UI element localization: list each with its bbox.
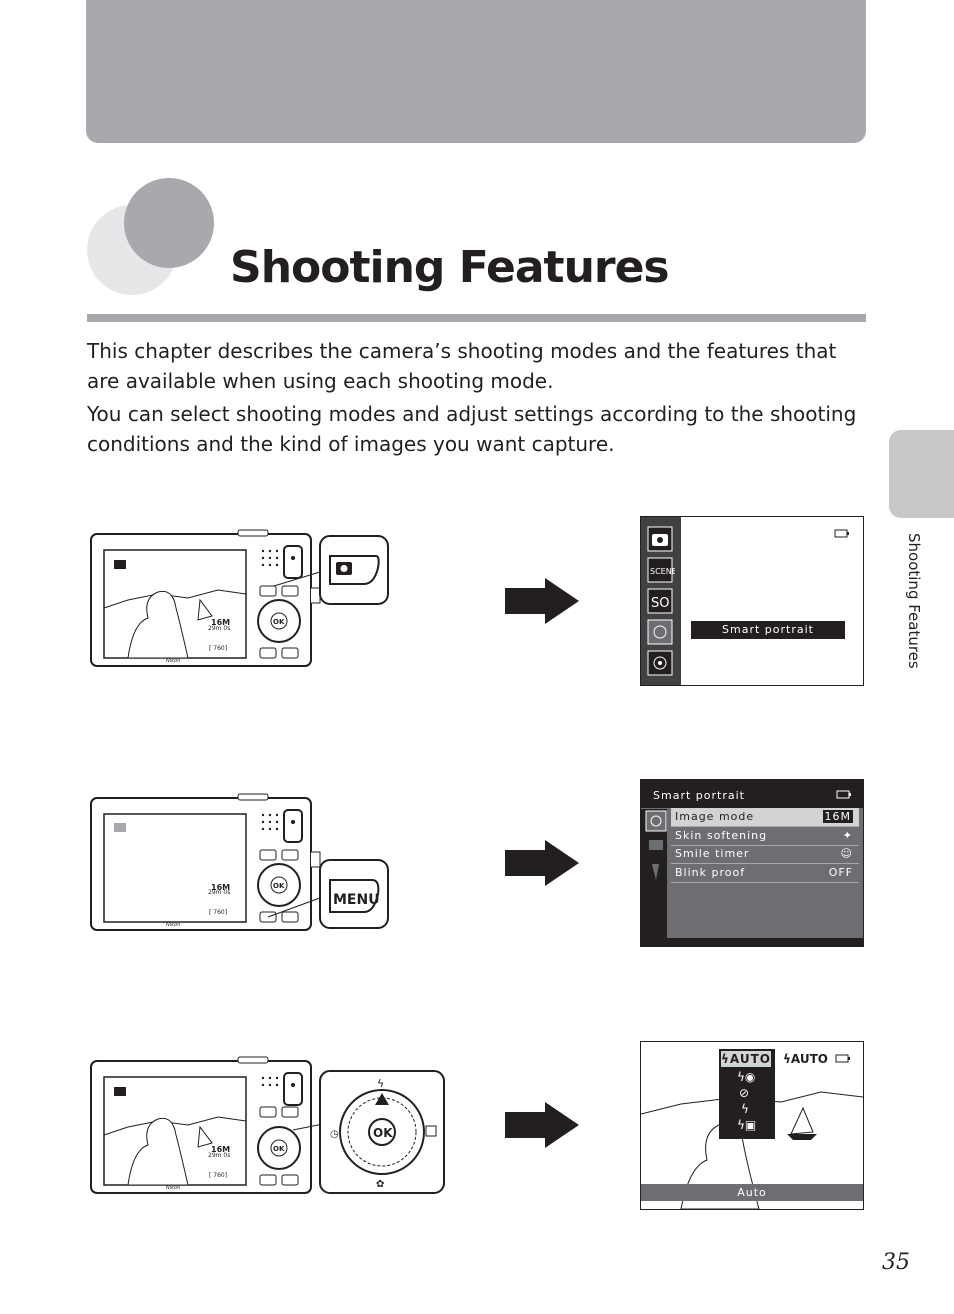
chapter-header-band bbox=[86, 0, 866, 143]
title-rule bbox=[87, 314, 866, 322]
skin-softening-icon: ✦ bbox=[842, 829, 853, 842]
menu-tab-icons bbox=[645, 810, 667, 880]
mode-icons: SCENE SO bbox=[647, 526, 675, 676]
flash-off-icon[interactable]: ⊘ bbox=[739, 1086, 750, 1100]
selected-mode-label: Smart portrait bbox=[691, 621, 845, 639]
shooting-mode-button[interactable] bbox=[320, 536, 390, 604]
svg-text:Nikon: Nikon bbox=[166, 922, 180, 928]
svg-text:[ 760]: [ 760] bbox=[209, 645, 227, 652]
flash-status-icon: ϟAUTO bbox=[783, 1052, 828, 1066]
intro-paragraph-2: You can select shooting modes and adjust… bbox=[87, 402, 857, 456]
svg-text:16M: 16M bbox=[211, 883, 230, 892]
svg-text:OK: OK bbox=[373, 1126, 393, 1140]
menu-row-image-mode[interactable]: Image mode 16M bbox=[671, 808, 859, 827]
svg-text:29m 0s: 29m 0s bbox=[208, 889, 230, 896]
flash-mode-caption: Auto bbox=[641, 1184, 863, 1201]
flash-option-auto[interactable]: ϟAUTO bbox=[721, 1051, 771, 1067]
flash-fill-icon[interactable]: ϟ bbox=[741, 1102, 749, 1116]
svg-text:16M: 16M bbox=[211, 618, 230, 627]
svg-text:Nikon: Nikon bbox=[166, 658, 180, 664]
decorative-circle-dark bbox=[124, 178, 214, 268]
svg-text:[ 760]: [ 760] bbox=[209, 909, 227, 916]
menu-row-blink-proof[interactable]: Blink proof OFF bbox=[671, 864, 859, 883]
svg-text:✿: ✿ bbox=[376, 1179, 384, 1190]
svg-text:16M: 16M bbox=[211, 1145, 230, 1154]
smile-timer-icon: ☺ bbox=[840, 847, 853, 860]
shooting-mode-menu-screen: SCENE SO Smart portrait bbox=[640, 516, 864, 686]
menu-list-panel bbox=[667, 808, 863, 938]
menu-row-label: Smile timer bbox=[675, 847, 750, 860]
camera-illustration-2: 16M 29m 0s [ 760] Nikon OK MENU bbox=[90, 793, 389, 931]
svg-text:OK: OK bbox=[273, 882, 285, 890]
flash-redeye-icon[interactable]: ϟ◉ bbox=[737, 1070, 756, 1084]
side-thumb-tab[interactable] bbox=[889, 430, 954, 518]
svg-text:SO: SO bbox=[651, 596, 669, 611]
smart-portrait-menu-screen: Smart portrait Image mode 16M Skin softe… bbox=[640, 779, 864, 947]
arrow-right-icon bbox=[505, 578, 579, 624]
flash-option-label: AUTO bbox=[729, 1052, 771, 1066]
chapter-title: Shooting Features bbox=[230, 242, 670, 293]
menu-row-label: Blink proof bbox=[675, 866, 746, 879]
svg-text:MENU: MENU bbox=[333, 892, 380, 908]
menu-row-skin-softening[interactable]: Skin softening ✦ bbox=[671, 827, 859, 846]
svg-text:OK: OK bbox=[273, 1145, 285, 1153]
flash-slow-sync-icon[interactable]: ϟ▣ bbox=[737, 1118, 757, 1132]
menu-row-label: Image mode bbox=[675, 810, 755, 823]
arrow-right-icon bbox=[505, 1102, 579, 1148]
menu-button[interactable] bbox=[320, 860, 390, 930]
arrow-right-icon bbox=[505, 840, 579, 886]
svg-text:OK: OK bbox=[273, 618, 285, 626]
menu-row-value: 16M bbox=[822, 810, 853, 823]
flash-status-label: AUTO bbox=[790, 1052, 828, 1066]
svg-text:29m 0s: 29m 0s bbox=[208, 1152, 230, 1159]
menu-row-value: OFF bbox=[828, 866, 853, 879]
intro-paragraph-1: This chapter describes the camera’s shoo… bbox=[87, 339, 837, 393]
svg-text:ϟ: ϟ bbox=[377, 1077, 384, 1090]
battery-icon bbox=[835, 1054, 850, 1063]
svg-text:SCENE: SCENE bbox=[650, 567, 675, 576]
menu-header: Smart portrait bbox=[653, 789, 745, 802]
menu-row-label: Skin softening bbox=[675, 829, 768, 842]
page-number: 35 bbox=[882, 1250, 910, 1275]
side-tab-label: Shooting Features bbox=[905, 533, 923, 669]
camera-illustration-3: 16M 29m 0s [ 760] Nikon OK OK ϟ ◷ ✿ bbox=[90, 1056, 445, 1194]
battery-icon bbox=[834, 529, 849, 538]
battery-icon bbox=[836, 790, 851, 799]
svg-text:Nikon: Nikon bbox=[166, 1185, 180, 1191]
svg-text:[ 760]: [ 760] bbox=[209, 1172, 227, 1179]
svg-text:29m 0s: 29m 0s bbox=[208, 625, 230, 632]
svg-text:◷: ◷ bbox=[330, 1129, 339, 1140]
multi-selector[interactable] bbox=[335, 1085, 427, 1177]
camera-illustration-1: 16M 29m 0s [ 760] Nikon OK bbox=[90, 529, 389, 667]
flash-mode-screen: ϟAUTO ϟ◉ ⊘ ϟ ϟ▣ ϟAUTO Auto bbox=[640, 1041, 864, 1210]
menu-row-smile-timer[interactable]: Smile timer ☺ bbox=[671, 845, 859, 864]
